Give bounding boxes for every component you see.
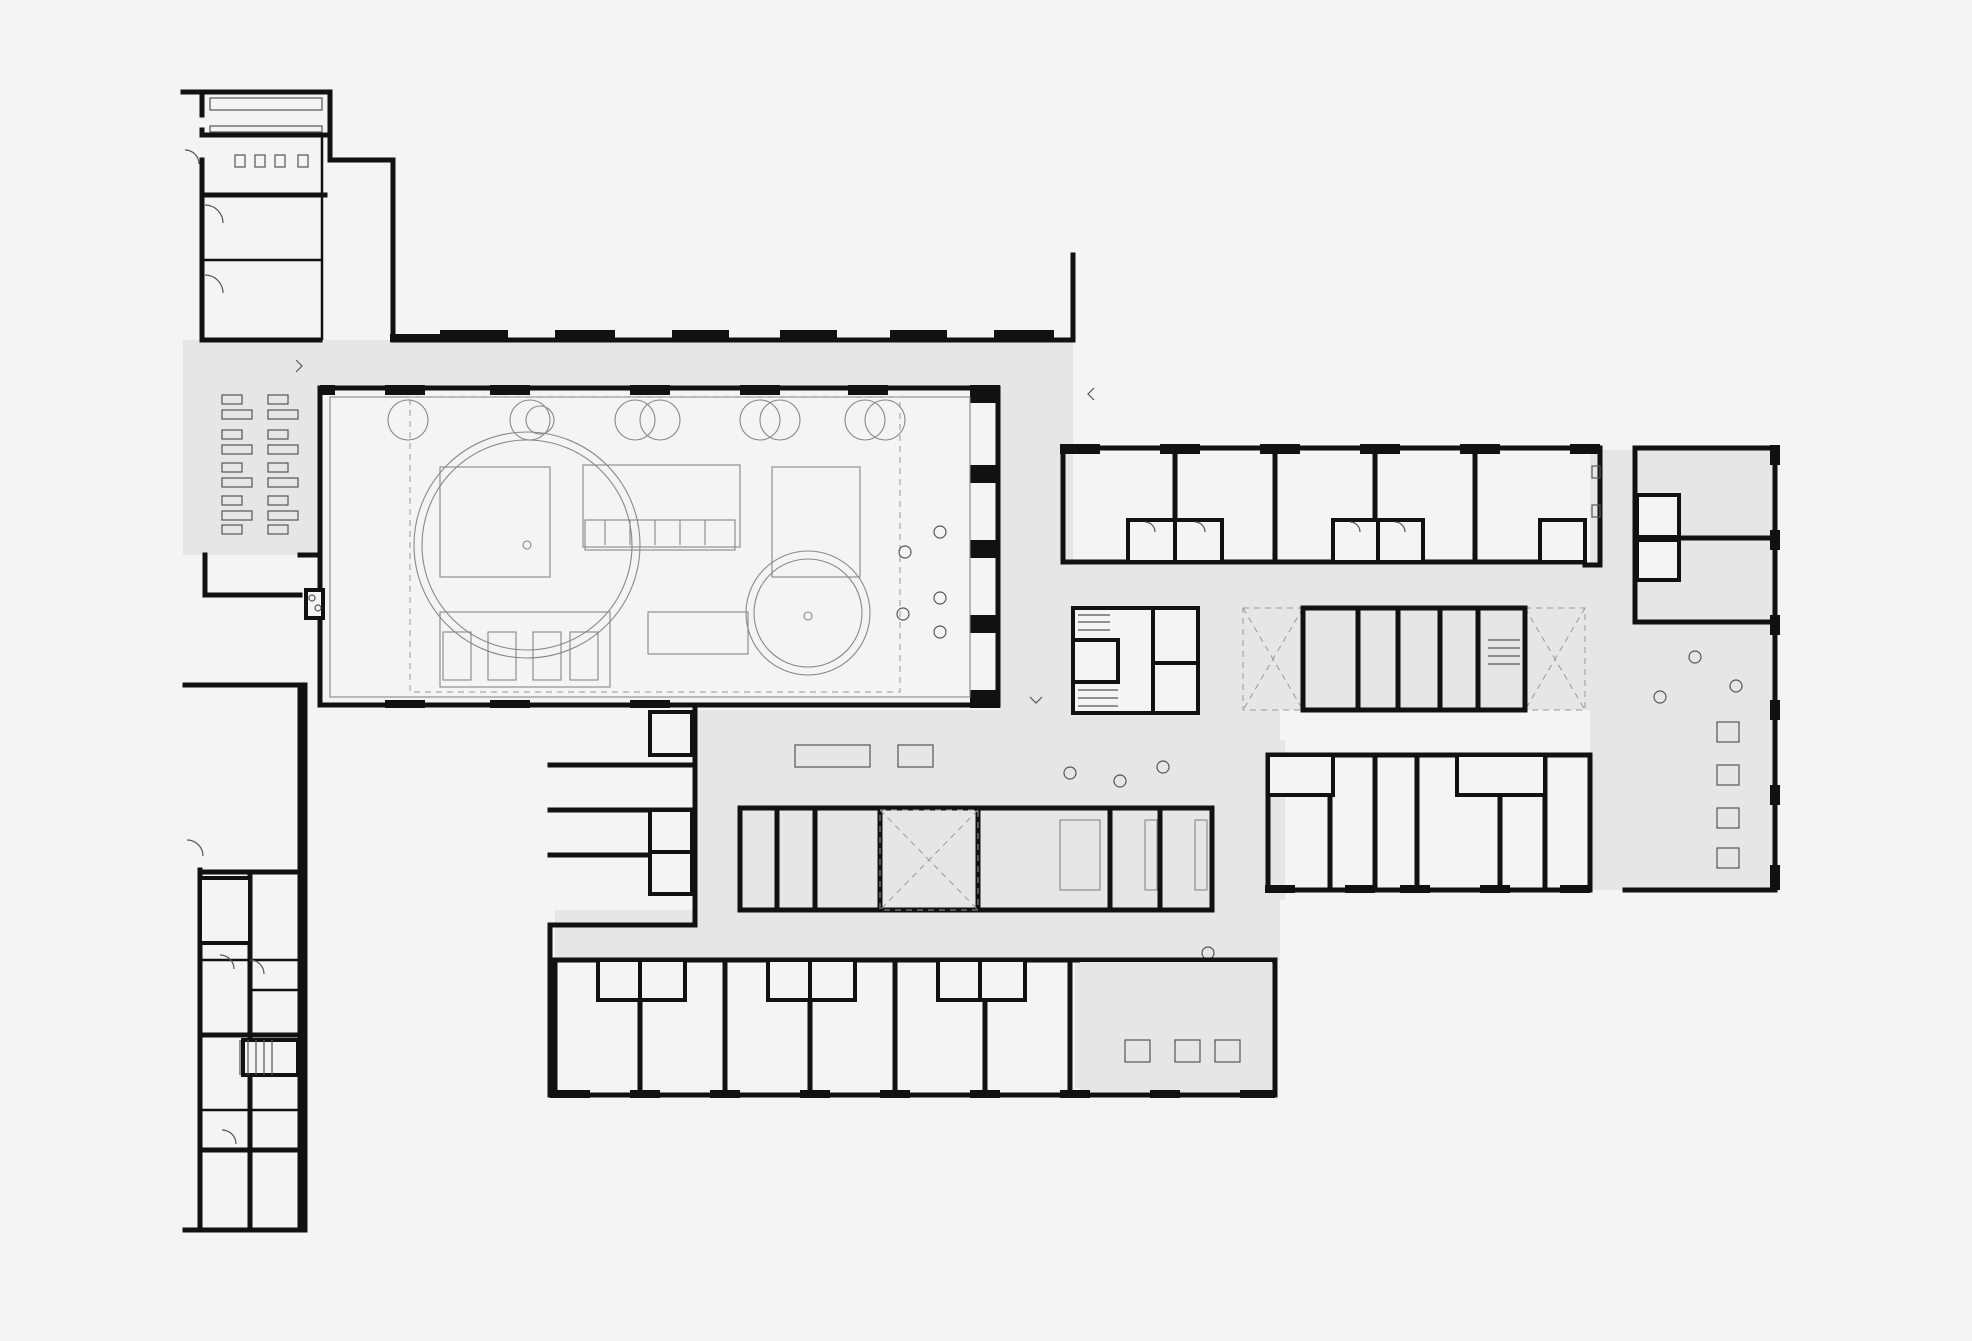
door-swing-icon (204, 274, 224, 294)
atrium (317, 385, 1095, 708)
guest-rooms-south (550, 957, 1278, 1098)
door-swing-icon (204, 204, 224, 224)
round-table-icon (1653, 650, 1743, 704)
chair-icon (1591, 465, 1740, 869)
stair-icon (1078, 614, 1118, 707)
arrow-icon (1087, 387, 1095, 401)
guest-rooms-northeast (1060, 444, 1603, 568)
door-swing-icon (186, 839, 265, 1145)
stair-icon (239, 1040, 273, 1075)
arrow-icon (1029, 696, 1043, 704)
door-swing-icon (1144, 521, 1406, 533)
central-core (1071, 605, 1586, 715)
north-facade (390, 252, 1076, 343)
tree-icon (387, 399, 906, 441)
south-block (547, 707, 1243, 1098)
door-swing-icon (184, 149, 200, 165)
east-wing (1591, 445, 1780, 893)
arrow-icon (295, 359, 303, 373)
chair-icon (794, 744, 934, 768)
guest-rooms-southeast (1265, 752, 1593, 893)
chair-icon (1124, 1039, 1241, 1063)
stair-icon (1488, 639, 1520, 665)
round-table-icon (896, 525, 947, 639)
annex-south (182, 682, 308, 1233)
seminar-room (202, 359, 325, 708)
annex-north (180, 89, 396, 343)
desk-grid (221, 394, 299, 535)
annex-chairs (234, 154, 309, 168)
